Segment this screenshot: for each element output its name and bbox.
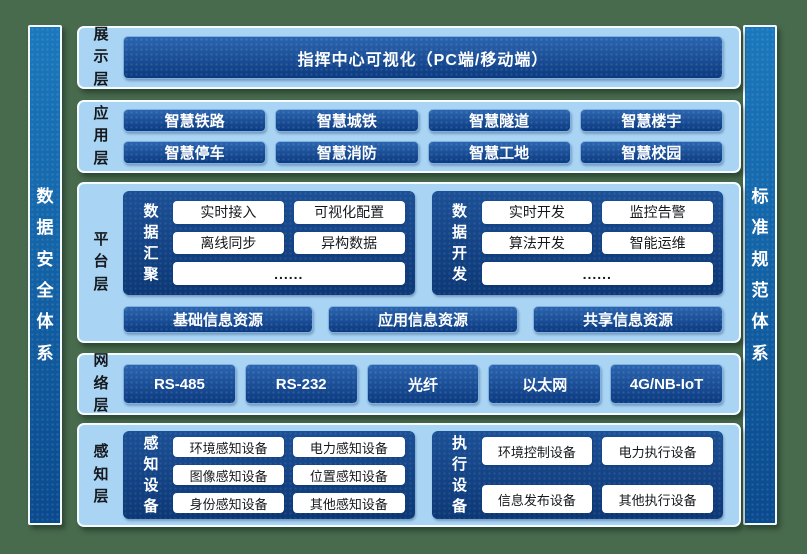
layer-label-platform: 平台层 (93, 230, 109, 293)
network-box-fiber: 光纤 (366, 364, 480, 404)
layer-labelzone-network: 网络层 (79, 352, 123, 414)
group-execution-devices: 执行设备 环境控制设备 电力执行设备 信息发布设备 其他执行设备 (432, 431, 724, 519)
exec-box-environment-control: 环境控制设备 (481, 437, 593, 465)
layer-panel-display: 展示层 指挥中心可视化（PC端/移动端） (77, 26, 741, 89)
pillar-standards: 标准规范体系 (743, 25, 777, 525)
agg-box-hetero-data: 异构数据 (293, 231, 405, 255)
group-data-aggregation: 数据汇聚 实时接入 可视化配置 离线同步 异构数据 ...... (123, 191, 415, 295)
layer-label-perception: 感知层 (93, 443, 109, 506)
sense-box-location: 位置感知设备 (293, 465, 405, 485)
aggregation-grid: 实时接入 可视化配置 离线同步 异构数据 ...... (173, 201, 405, 285)
agg-box-visual-config: 可视化配置 (293, 201, 405, 224)
group-label-sensing-devices: 感知设备 (143, 435, 159, 515)
layer-panel-network: 网络层 RS-485 RS-232 光纤 以太网 4G/NB-IoT (77, 352, 741, 415)
app-box-smart-parking: 智慧停车 (123, 141, 267, 164)
app-box-smart-campus: 智慧校园 (579, 141, 723, 164)
app-box-smart-tunnel: 智慧隧道 (427, 109, 571, 132)
pillar-data-security: 数据安全体系 (28, 25, 62, 525)
group-sensing-devices: 感知设备 环境感知设备 电力感知设备 图像感知设备 位置感知设备 身份感知设备 … (123, 431, 415, 519)
dev-box-algorithm-dev: 算法开发 (481, 231, 593, 255)
resource-box-basic-info: 基础信息资源 (123, 306, 313, 333)
resource-box-application-info: 应用信息资源 (328, 306, 518, 333)
agg-box-offline-sync: 离线同步 (173, 231, 284, 255)
sense-box-image: 图像感知设备 (173, 465, 285, 485)
perception-content: 感知设备 环境感知设备 电力感知设备 图像感知设备 位置感知设备 身份感知设备 … (123, 425, 723, 525)
network-box-4g-nbiot: 4G/NB-IoT (610, 364, 723, 404)
pillar-standards-label: 标准规范体系 (751, 186, 769, 363)
group-label-data-aggregation: 数据汇聚 (143, 203, 159, 283)
command-center-box: 指挥中心可视化（PC端/移动端） (123, 36, 723, 79)
network-box-rs485: RS-485 (123, 364, 236, 404)
exec-box-power-execution: 电力执行设备 (602, 437, 713, 465)
group-labelzone-development: 数据开发 (442, 201, 478, 285)
pillar-data-security-label: 数据安全体系 (36, 186, 54, 363)
display-content: 指挥中心可视化（PC端/移动端） (123, 28, 723, 87)
app-box-smart-site: 智慧工地 (427, 141, 571, 164)
network-box-ethernet: 以太网 (488, 364, 602, 404)
layer-label-display: 展示层 (93, 25, 109, 88)
sense-box-environment: 环境感知设备 (173, 437, 285, 457)
sense-box-power: 电力感知设备 (293, 437, 405, 457)
dev-box-ellipsis: ...... (481, 262, 713, 285)
layer-panel-application: 应用层 智慧铁路 智慧城铁 智慧隧道 智慧楼宇 智慧停车 智慧消防 智慧工地 智… (77, 100, 741, 173)
app-box-smart-fire: 智慧消防 (275, 141, 419, 164)
agg-box-ellipsis: ...... (173, 262, 405, 285)
layer-labelzone-display: 展示层 (79, 26, 123, 88)
app-box-smart-railway: 智慧铁路 (123, 109, 267, 132)
network-grid: RS-485 RS-232 光纤 以太网 4G/NB-IoT (123, 355, 723, 413)
dev-box-intelligent-ops: 智能运维 (602, 231, 713, 255)
group-labelzone-sensing: 感知设备 (133, 435, 169, 515)
layer-labelzone-platform: 平台层 (79, 184, 123, 341)
dev-box-realtime-dev: 实时开发 (481, 201, 593, 224)
application-grid: 智慧铁路 智慧城铁 智慧隧道 智慧楼宇 智慧停车 智慧消防 智慧工地 智慧校园 (123, 102, 723, 171)
dev-box-monitor-alert: 监控告警 (602, 201, 713, 224)
layer-label-application: 应用层 (93, 104, 109, 167)
exec-box-other-execution: 其他执行设备 (602, 485, 713, 513)
layer-label-network: 网络层 (93, 352, 109, 415)
app-box-smart-metro: 智慧城铁 (275, 109, 419, 132)
group-data-development: 数据开发 实时开发 监控告警 算法开发 智能运维 ...... (432, 191, 724, 295)
group-label-data-development: 数据开发 (451, 203, 467, 283)
layer-labelzone-perception: 感知层 (79, 425, 123, 525)
platform-groups-row: 数据汇聚 实时接入 可视化配置 离线同步 异构数据 ...... 数据开发 (123, 191, 723, 295)
layer-panel-platform: 平台层 数据汇聚 实时接入 可视化配置 离线同步 异构数据 ...... (77, 182, 741, 343)
exec-box-info-publish: 信息发布设备 (481, 485, 593, 513)
group-labelzone-execution: 执行设备 (442, 435, 478, 515)
layer-panel-perception: 感知层 感知设备 环境感知设备 电力感知设备 图像感知设备 位置感知设备 身份感… (77, 423, 741, 527)
resource-box-shared-info: 共享信息资源 (533, 306, 723, 333)
sense-box-identity: 身份感知设备 (173, 493, 285, 513)
development-grid: 实时开发 监控告警 算法开发 智能运维 ...... (481, 201, 713, 285)
group-labelzone-aggregation: 数据汇聚 (133, 201, 169, 285)
platform-resources-row: 基础信息资源 应用信息资源 共享信息资源 (123, 306, 723, 333)
execution-grid: 环境控制设备 电力执行设备 信息发布设备 其他执行设备 (481, 437, 713, 513)
layer-labelzone-application: 应用层 (79, 102, 123, 171)
platform-content: 数据汇聚 实时接入 可视化配置 离线同步 异构数据 ...... 数据开发 (123, 184, 723, 341)
group-label-execution-devices: 执行设备 (451, 435, 467, 515)
sensing-grid: 环境感知设备 电力感知设备 图像感知设备 位置感知设备 身份感知设备 其他感知设… (173, 437, 405, 513)
sense-box-other: 其他感知设备 (293, 493, 405, 513)
network-box-rs232: RS-232 (244, 364, 358, 404)
app-box-smart-building: 智慧楼宇 (579, 109, 723, 132)
agg-box-realtime-access: 实时接入 (173, 201, 284, 224)
